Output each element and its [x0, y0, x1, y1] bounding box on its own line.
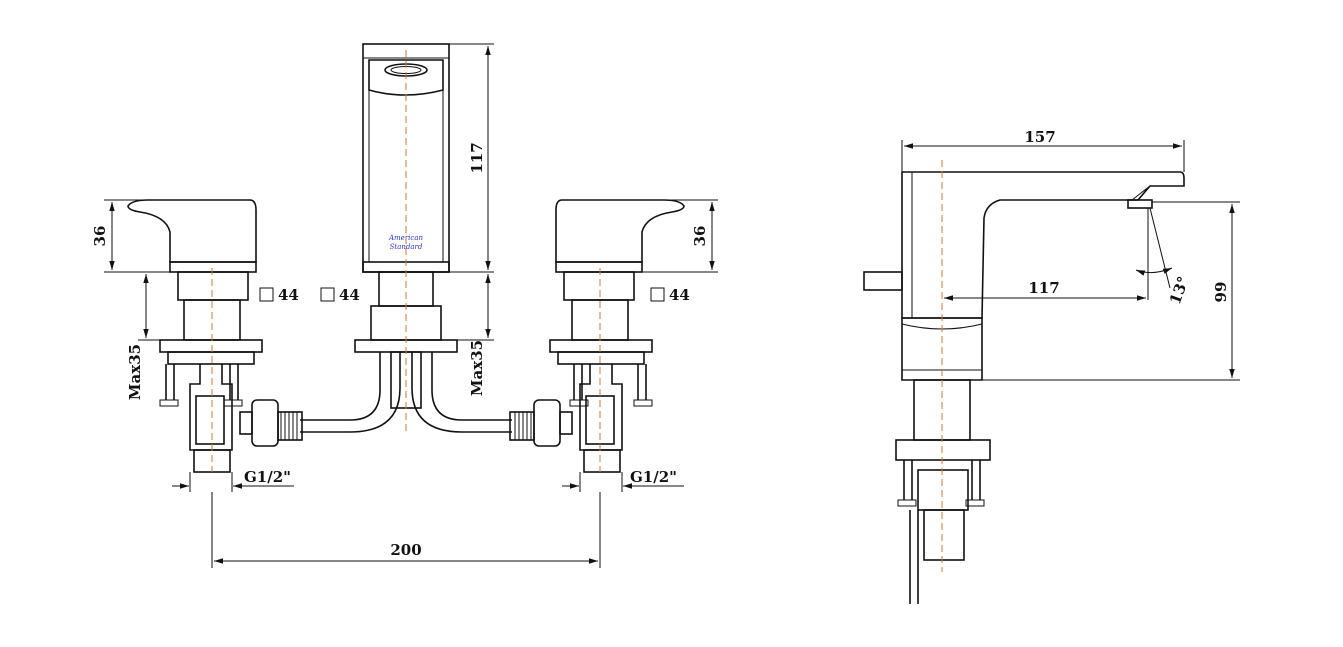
svg-text:44: 44	[339, 286, 360, 304]
dim-thread-left: G1/2"	[172, 468, 294, 492]
svg-text:36: 36	[91, 226, 109, 247]
svg-text:117: 117	[468, 142, 486, 173]
square-44-mid: 44	[320, 286, 360, 304]
side-body	[863, 171, 1185, 604]
dim-max35-left: Max35	[126, 271, 178, 400]
dim-reach: 117	[944, 279, 1146, 301]
dim-handle-height-right: 36	[642, 199, 718, 273]
dim-height: 99	[982, 201, 1240, 381]
left-handle	[127, 199, 263, 473]
svg-text:157: 157	[1024, 128, 1055, 146]
svg-text:117: 117	[1028, 279, 1059, 297]
svg-text:G1/2": G1/2"	[630, 468, 677, 486]
dim-spout-height: 117	[449, 43, 494, 273]
svg-text:G1/2": G1/2"	[244, 468, 291, 486]
dim-angle: 13°	[1135, 207, 1193, 307]
svg-text:44: 44	[669, 286, 690, 304]
svg-text:13°: 13°	[1166, 274, 1193, 307]
dim-thread-right: G1/2"	[562, 468, 684, 492]
svg-text:Max35: Max35	[468, 340, 486, 396]
dim-spacing: 200	[211, 492, 601, 568]
svg-text:36: 36	[691, 226, 709, 247]
svg-text:Max35: Max35	[126, 344, 144, 400]
svg-text:99: 99	[1212, 282, 1230, 303]
center-lines	[211, 50, 601, 472]
square-44-left: 44	[259, 286, 299, 304]
right-handle	[549, 199, 685, 473]
svg-text:200: 200	[390, 541, 421, 559]
dim-handle-height-left: 36	[91, 199, 170, 273]
side-view: 157 117 99 13°	[863, 128, 1240, 604]
connecting-hoses	[239, 352, 573, 447]
square-44-right: 44	[650, 286, 690, 304]
svg-text:44: 44	[278, 286, 299, 304]
dim-max35-mid: Max35	[457, 274, 494, 396]
dim-length: 157	[901, 128, 1185, 172]
front-view: American Standard	[91, 43, 718, 568]
svg-text:Standard: Standard	[390, 243, 423, 251]
